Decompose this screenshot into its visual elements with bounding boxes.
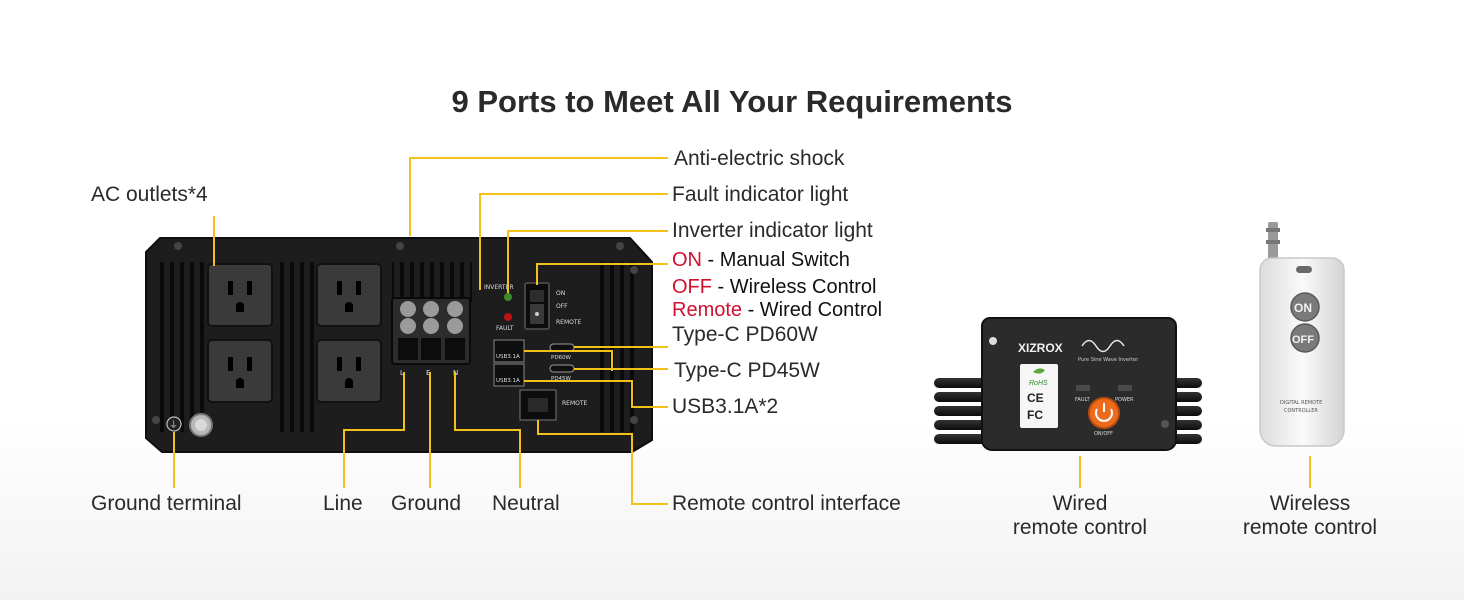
ac-outlet-icon <box>316 339 382 403</box>
vent-center <box>392 262 472 302</box>
leader-usb-b <box>524 380 668 408</box>
leader-remote-interface <box>537 420 668 505</box>
ac-outlets <box>207 263 382 403</box>
typec-port-45 <box>549 364 575 373</box>
usb-port-label: USB3.1A <box>496 354 520 360</box>
callout-ac-outlets: AC outlets*4 <box>91 183 208 206</box>
callout-anti-shock: Anti-electric shock <box>674 147 845 170</box>
vent-mid <box>274 262 314 432</box>
terminal-label-l: L <box>400 369 404 377</box>
callout-line: Line <box>323 492 363 515</box>
wired-fault-label: FAULT <box>1075 397 1091 403</box>
inverter-light-label: INVERTER <box>484 284 514 291</box>
ground-symbol-icon: ⏚ <box>169 420 178 431</box>
screw <box>152 416 160 424</box>
callout-switch-off: OFF - Wireless Control <box>672 276 876 299</box>
typec-45-label: PD45W <box>551 376 572 382</box>
typec-port-60 <box>549 343 575 352</box>
sine-wave-icon <box>1081 339 1125 353</box>
ce-mark: CE <box>1027 391 1044 405</box>
switch-off-label: OFF <box>556 303 568 310</box>
callout-switch-on: ON - Manual Switch <box>672 249 850 272</box>
page-title: 9 Ports to Meet All Your Requirements <box>451 84 1013 119</box>
callout-fault-light: Fault indicator light <box>672 183 849 206</box>
switch-remote-desc: - Wired Control <box>742 299 883 321</box>
switch-remote-label: REMOTE <box>556 319 582 326</box>
leaf-icon <box>1033 368 1045 374</box>
terminal-block: L E N <box>391 297 471 377</box>
switch-remote-key: Remote <box>672 299 743 321</box>
callout-typec-45: Type-C PD45W <box>674 359 820 382</box>
wireless-off-label: OFF <box>1292 334 1314 346</box>
wired-power-button[interactable] <box>1088 397 1120 429</box>
wireless-on-label: ON <box>1294 301 1312 315</box>
callout-wired-remote-2: remote control <box>1012 516 1148 539</box>
wired-power-label: POWER <box>1115 397 1134 403</box>
switch-off-desc: - Wireless Control <box>712 276 877 298</box>
screw <box>174 242 182 250</box>
leader-neutral <box>454 372 521 488</box>
leader-switch <box>536 263 668 285</box>
screw <box>630 266 638 274</box>
callout-neutral: Neutral <box>492 492 560 515</box>
callout-typec-60: Type-C PD60W <box>672 323 818 346</box>
typec-60-label: PD60W <box>551 355 572 361</box>
usb-port-label: USB3.1A <box>496 378 520 384</box>
terminal-label-e: E <box>426 369 430 377</box>
wireless-caption-1: DIGITAL REMOTE <box>1280 400 1322 406</box>
switch-on-key: ON <box>672 249 702 271</box>
callout-ground-terminal: Ground terminal <box>91 492 242 515</box>
leader-fault-light <box>479 193 668 290</box>
callout-switch-remote: Remote - Wired Control <box>672 299 882 322</box>
wireless-caption-2: CONTROLLER <box>1284 408 1318 414</box>
callout-inverter-light: Inverter indicator light <box>672 219 873 242</box>
screw <box>396 242 404 250</box>
ac-outlet-icon <box>207 263 273 327</box>
wireless-off-button[interactable] <box>1290 323 1320 353</box>
ac-outlet-icon <box>207 339 273 403</box>
leader-anti-shock <box>409 157 668 236</box>
power-icon <box>1095 408 1113 422</box>
wired-brand: XIZROX <box>1018 341 1063 355</box>
inverter-light <box>504 293 512 301</box>
callout-usb: USB3.1A*2 <box>672 395 779 418</box>
leader-line <box>343 372 405 488</box>
switch-off-key: OFF <box>672 276 712 298</box>
leader-lines <box>173 157 1311 505</box>
switch-on-desc: - Manual Switch <box>702 249 850 271</box>
ground-terminal: ⏚ <box>166 413 213 437</box>
switch-on-label: ON <box>556 290 565 297</box>
callout-ground: Ground <box>391 492 462 515</box>
callout-remote-interface: Remote control interface <box>672 492 901 515</box>
remote-port: REMOTE <box>519 389 588 421</box>
leader-inverter-light <box>507 230 668 293</box>
leader-usb-a <box>524 350 613 371</box>
wireless-remote-device: ON OFF DIGITAL REMOTE CONTROLLER <box>1259 222 1345 447</box>
rohs-label: RoHS <box>1029 380 1048 387</box>
led-icon <box>1296 266 1312 273</box>
fc-mark: FC <box>1027 408 1043 422</box>
wired-subtitle: Pure Sine Wave Inverter <box>1078 357 1139 363</box>
ac-outlet-icon <box>316 263 382 327</box>
screw <box>616 242 624 250</box>
callout-wireless-remote-2: remote control <box>1242 516 1378 539</box>
remote-port-label: REMOTE <box>562 400 588 407</box>
usb-ports: USB3.1A USB3.1A PD60W PD45W <box>493 339 575 387</box>
callout-wireless-remote-1: Wireless <box>1269 492 1351 515</box>
vent-left <box>160 262 208 432</box>
wired-remote-device: XIZROX Pure Sine Wave Inverter RoHS CE F… <box>934 317 1202 451</box>
callout-wired-remote-1: Wired <box>1052 492 1108 515</box>
wireless-on-button[interactable] <box>1290 292 1320 322</box>
wired-onoff-label: ON/OFF <box>1094 431 1113 437</box>
screw <box>630 416 638 424</box>
fault-light-label: FAULT <box>496 325 514 332</box>
fault-light <box>504 313 512 321</box>
